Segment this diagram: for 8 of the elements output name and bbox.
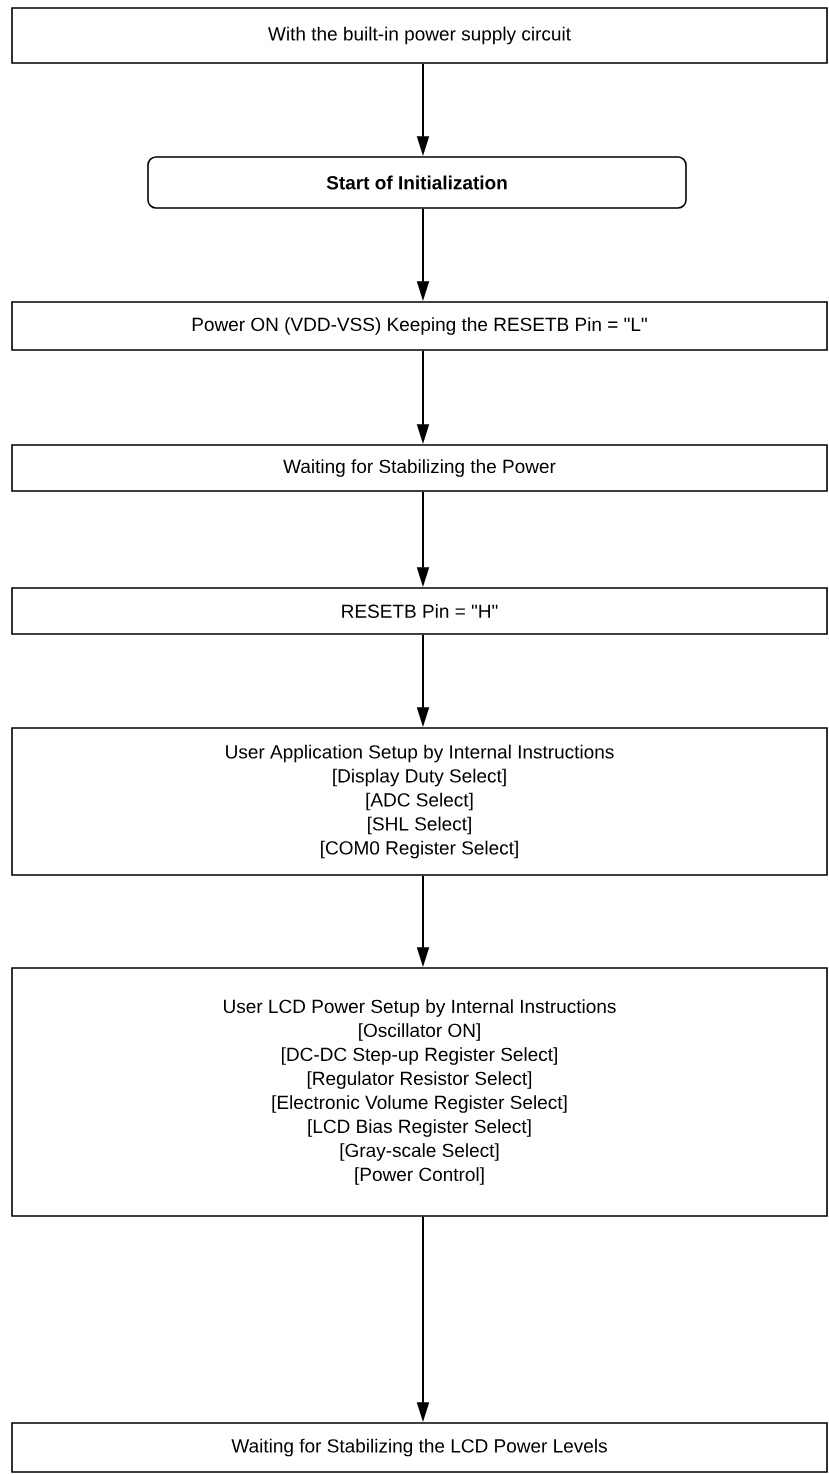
process-box: With the built-in power supply circuit	[11, 7, 828, 64]
process-box: User LCD Power Setup by Internal Instructions [Oscillator ON] [DC-DC Step-up Register Select] [Regulator Resistor Select] [Electronic Volume Register Select] [LCD Bias Register Select] [Gray-scale Select] [Power Control]	[11, 967, 828, 1217]
process-box: RESETB Pin = "H"	[11, 587, 828, 635]
process-box: User Application Setup by Internal Instructions [Display Duty Select] [ADC Select] [SHL Select] [COM0 Register Select]	[11, 727, 828, 876]
process-box: Waiting for Stabilizing the LCD Power Levels	[11, 1422, 828, 1473]
process-box: Power ON (VDD-VSS) Keeping the RESETB Pin = "L"	[11, 301, 828, 351]
process-box: Waiting for Stabilizing the Power	[11, 444, 828, 492]
start-box: Start of Initialization	[147, 156, 687, 209]
